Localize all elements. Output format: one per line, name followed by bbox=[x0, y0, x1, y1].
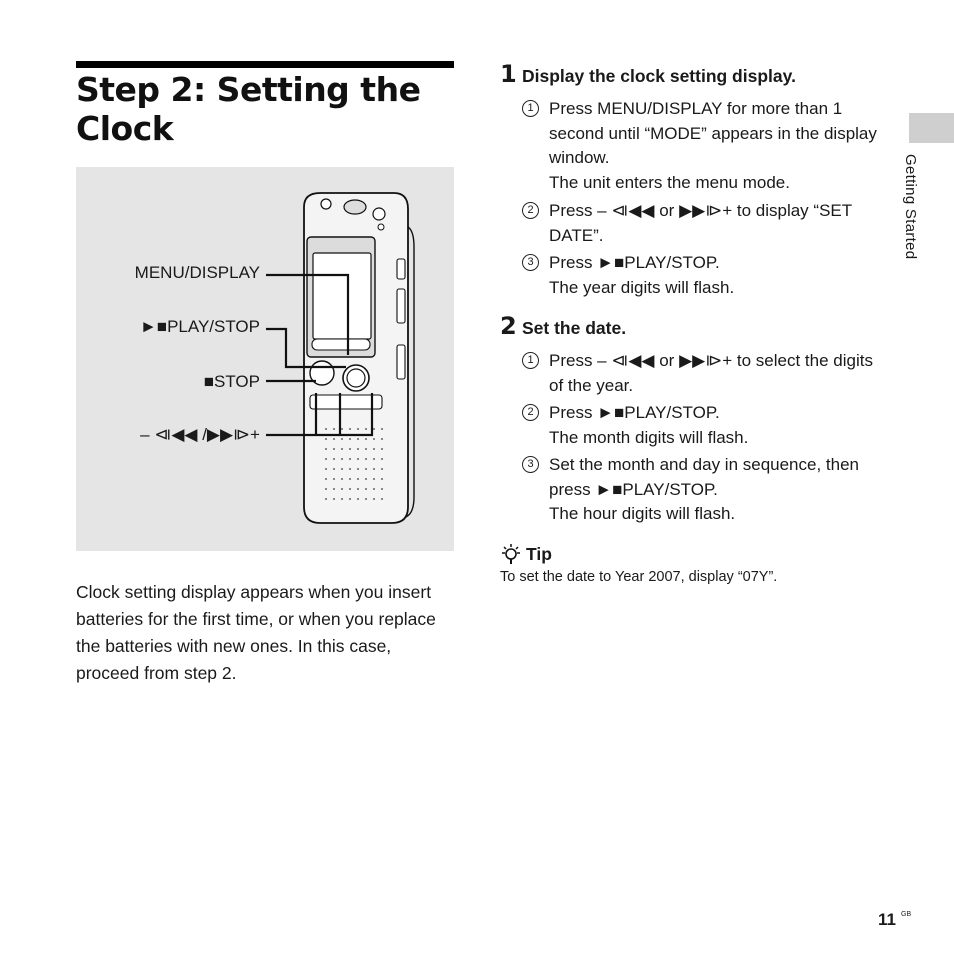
ic-recorder-drawing bbox=[266, 192, 415, 524]
item-text: Press ►■PLAY/STOP. bbox=[549, 403, 720, 422]
tip-text: To set the date to Year 2007, display “0… bbox=[500, 569, 778, 585]
page-locale: GB bbox=[901, 911, 912, 918]
step-2-item-3: 3 Set the month and day in sequence, the… bbox=[522, 453, 882, 527]
recorder-illustration: MENU/DISPLAY ►■PLAY/STOP ■STOP – ⧏◀◀ /▶▶… bbox=[76, 167, 454, 551]
step-number: 1 bbox=[500, 60, 517, 88]
label-play-stop: ►■PLAY/STOP bbox=[139, 317, 260, 336]
lightbulb-icon bbox=[502, 544, 520, 564]
circled-number: 3 bbox=[522, 254, 539, 271]
section-tab-label: Getting Started bbox=[902, 154, 919, 260]
circled-number: 3 bbox=[522, 456, 539, 473]
item-text: Press – ⧏◀◀ or ▶▶⧐+ to display “SET DATE… bbox=[549, 201, 852, 245]
item-text: Press ►■PLAY/STOP. bbox=[549, 253, 720, 272]
page-title-line-1: Step 2: Setting the bbox=[76, 70, 421, 109]
label-skip: – ⧏◀◀ /▶▶⧐+ bbox=[140, 425, 260, 444]
item-text: Press MENU/DISPLAY for more than 1 secon… bbox=[549, 99, 877, 167]
page-title: Step 2: Setting the Clock bbox=[76, 70, 456, 148]
step-title: Set the date. bbox=[522, 318, 627, 338]
step-1-item-1: 1 Press MENU/DISPLAY for more than 1 sec… bbox=[522, 97, 882, 195]
label-stop: ■STOP bbox=[203, 372, 260, 391]
item-note: The unit enters the menu mode. bbox=[549, 172, 790, 192]
page-title-line-2: Clock bbox=[76, 109, 174, 148]
circled-number: 2 bbox=[522, 404, 539, 421]
intro-paragraph: Clock setting display appears when you i… bbox=[76, 582, 436, 683]
page-number: 11 bbox=[878, 910, 896, 929]
label-menu-display: MENU/DISPLAY bbox=[134, 263, 260, 282]
step-2-item-2: 2 Press ►■PLAY/STOP. The month digits wi… bbox=[522, 401, 882, 450]
item-text: Press – ⧏◀◀ or ▶▶⧐+ to select the digits… bbox=[549, 351, 873, 395]
item-note: The month digits will flash. bbox=[549, 427, 749, 447]
step-title: Display the clock setting display. bbox=[522, 66, 796, 86]
tip-title: Tip bbox=[526, 543, 552, 564]
step-number: 2 bbox=[500, 312, 517, 340]
title-rule bbox=[76, 61, 454, 68]
step-1-heading: 1 Display the clock setting display. bbox=[500, 60, 796, 88]
circled-number: 1 bbox=[522, 352, 539, 369]
section-tab-marker bbox=[909, 113, 954, 143]
step-1-item-3: 3 Press ►■PLAY/STOP. The year digits wil… bbox=[522, 251, 882, 300]
step-2-heading: 2 Set the date. bbox=[500, 312, 626, 340]
item-text: Set the month and day in sequence, then … bbox=[549, 455, 860, 499]
step-2-item-1: 1 Press – ⧏◀◀ or ▶▶⧐+ to select the digi… bbox=[522, 349, 882, 398]
item-note: The hour digits will flash. bbox=[549, 504, 736, 523]
circled-number: 1 bbox=[522, 100, 539, 117]
step-1-item-2: 2 Press – ⧏◀◀ or ▶▶⧐+ to display “SET DA… bbox=[522, 199, 882, 248]
item-note: The year digits will flash. bbox=[549, 277, 735, 297]
circled-number: 2 bbox=[522, 202, 539, 219]
tip-heading: Tip bbox=[500, 543, 552, 565]
